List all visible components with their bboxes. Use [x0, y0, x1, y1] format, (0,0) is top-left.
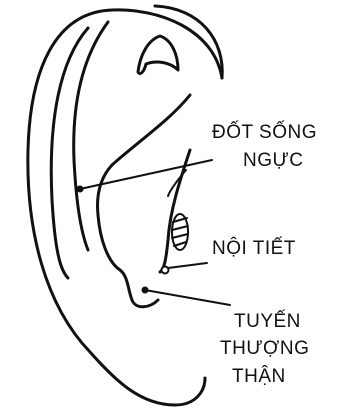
ear-outer-outline: [28, 10, 222, 405]
label-tuyen-thuong-than: TUYẾN THƯỢNG THẬN: [220, 310, 315, 387]
leader-tuyen-thuong-than: [145, 290, 230, 305]
label-tuyen-thuong-than-line1: TUYẾN: [234, 310, 301, 332]
antihelix-outer: [51, 28, 88, 278]
label-dot-song-nguc-line1: ĐỐT SỐNG: [212, 121, 317, 143]
label-tuyen-thuong-than-line2: THƯỢNG: [220, 338, 309, 359]
label-tuyen-thuong-than-line3: THẬN: [232, 365, 286, 387]
label-noi-tiet: NỘI TIẾT: [212, 237, 296, 259]
label-noi-tiet-line1: NỘI TIẾT: [212, 237, 296, 259]
leader-noi-tiet: [168, 263, 207, 268]
triangular-fossa: [138, 36, 178, 74]
leader-dot-song-nguc: [80, 160, 212, 189]
label-dot-song-nguc-line2: NGỰC: [243, 150, 303, 171]
label-dot-song-nguc: ĐỐT SỐNG NGỰC: [212, 121, 323, 171]
ear-canal-mark: [172, 214, 188, 250]
antihelix-inner: [74, 22, 108, 250]
concha-lower: [98, 215, 158, 307]
